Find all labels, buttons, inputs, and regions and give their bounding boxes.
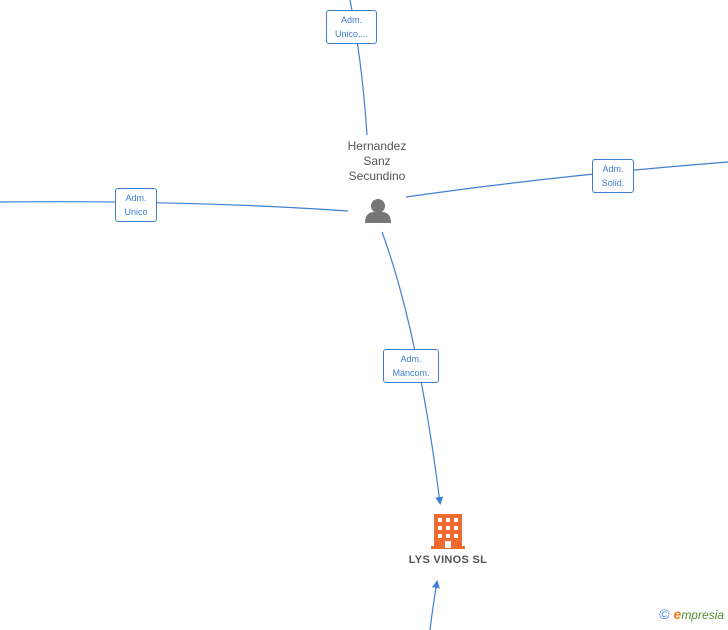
edge-label-line: Unico xyxy=(124,207,148,217)
edge-adm-unico-left xyxy=(0,201,349,212)
edge-label-adm-unico-top[interactable]: Adm. Unico,... xyxy=(326,10,377,44)
edge-label-line: Unico,... xyxy=(334,29,368,39)
brand-rest: mpresia xyxy=(681,608,724,622)
empresia-watermark: ©empresia xyxy=(659,606,724,622)
brand-initial: e xyxy=(673,606,682,622)
person-icon[interactable] xyxy=(365,199,391,223)
person-name-line: Hernandez xyxy=(347,139,407,153)
edge-label-line: Adm. xyxy=(602,164,624,174)
person-name-line: Secundino xyxy=(348,169,406,183)
copyright-symbol: © xyxy=(659,606,670,622)
edge-label-line: Mancom. xyxy=(392,368,430,378)
edge-adm-solid-right xyxy=(405,161,728,198)
edge-incoming-bottom xyxy=(429,580,440,630)
edge-label-line: Adm. xyxy=(340,15,362,25)
edge-label-line: Adm. xyxy=(125,193,147,203)
company-name[interactable]: LYS VINOS SL xyxy=(408,554,488,566)
edge-adm-mancom xyxy=(381,231,444,505)
building-icon[interactable] xyxy=(431,514,465,549)
edge-label-line: Solid. xyxy=(601,178,625,188)
edge-label-line: Adm. xyxy=(400,354,422,364)
edge-label-adm-solid[interactable]: Adm. Solid. xyxy=(592,159,634,193)
person-name-line: Sanz xyxy=(363,154,391,168)
edge-label-adm-mancom[interactable]: Adm. Mancom. xyxy=(383,349,439,383)
edge-label-adm-unico-left[interactable]: Adm. Unico xyxy=(115,188,157,222)
person-name[interactable]: Hernandez Sanz Secundino xyxy=(327,139,427,184)
